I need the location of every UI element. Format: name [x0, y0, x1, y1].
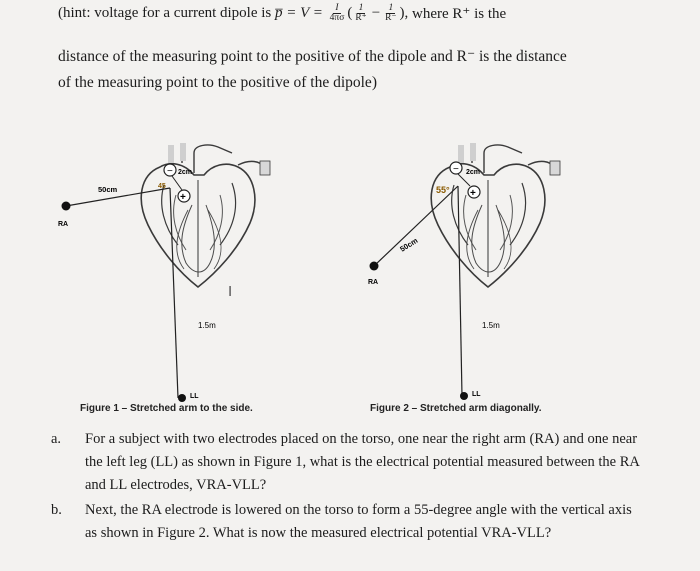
dipole-minus-sign-2: −	[453, 164, 459, 175]
ra-label-1: RA	[58, 221, 68, 228]
leg-line-1	[169, 187, 179, 399]
inv-rminus-num: 1	[386, 3, 396, 14]
inv-rminus-den: R⁻	[385, 13, 397, 23]
leg-line-2	[457, 185, 463, 397]
arm-length-label-2: 50cm	[398, 236, 419, 254]
figures-area: RA 50cm 45 − + 2cm 1.5m LL I RA 50cm 55°…	[58, 142, 561, 402]
dipole-length-label-1: 2cm	[178, 169, 192, 176]
formula-lhs: p̅ = V =	[275, 5, 323, 21]
figure-1-caption: Figure 1 – Stretched arm to the side.	[80, 403, 253, 414]
arm-line-1	[65, 187, 171, 207]
dipole-plus-2	[467, 185, 481, 199]
formula-numerator: I	[333, 3, 341, 14]
dipole-minus-sign-1: −	[167, 166, 173, 177]
formula-inv-rminus: 1 R⁻	[383, 3, 398, 23]
formula-denominator: 4πσ	[329, 13, 345, 23]
dipole-minus-1	[163, 163, 177, 177]
ra-electrode-2	[369, 261, 379, 271]
leg-length-label-1: 1.5m	[198, 321, 216, 330]
angle-label-1: 45	[158, 183, 166, 190]
dipole-plus-1	[177, 189, 191, 203]
dipole-plus-sign-1: +	[180, 192, 186, 203]
question-b-text: Next, the RA electrode is lowered on the…	[85, 502, 632, 541]
hint-suffix: where R⁺ is the	[412, 6, 507, 22]
dipole-link-2	[457, 173, 471, 187]
figure-1: RA 50cm 45 − + 2cm 1.5m LL I	[58, 142, 271, 402]
arm-line-2	[373, 185, 459, 267]
question-b-marker: b.	[51, 502, 62, 518]
ll-label-1: LL	[190, 393, 199, 400]
question-a-text: For a subject with two electrodes placed…	[85, 431, 640, 493]
dipole-link-1	[171, 175, 183, 191]
dipole-plus-sign-2: +	[470, 188, 476, 199]
ll-electrode-2	[460, 392, 468, 400]
ll-label-2: LL	[472, 391, 481, 398]
figure-2: RA 50cm 55° − + 2cm 1.5m LL	[368, 142, 561, 400]
ra-electrode-1	[61, 201, 71, 211]
figure-2-caption: Figure 2 – Stretched arm diagonally.	[370, 403, 542, 414]
dipole-minus-2	[449, 161, 463, 175]
angle-label-2: 55°	[436, 185, 450, 195]
text-cursor-icon: I	[228, 283, 232, 300]
hint-formula-line: (hint: voltage for a current dipole is p…	[58, 3, 507, 23]
formula-inv-rplus: 1 R⁺	[353, 3, 368, 23]
arm-length-label-1: 50cm	[98, 185, 118, 194]
inv-rplus-den: R⁺	[355, 13, 367, 23]
hint-prefix: (hint: voltage for a current dipole is	[58, 5, 272, 21]
formula-fraction: I 4πσ	[328, 3, 347, 23]
ll-electrode-1	[178, 394, 186, 402]
hint-line-3: of the measuring point to the positive o…	[58, 74, 377, 91]
inv-rplus-num: 1	[356, 3, 366, 14]
leg-length-label-2: 1.5m	[482, 321, 500, 330]
ra-label-2: RA	[368, 279, 378, 286]
formula-paren-close: ),	[399, 5, 409, 21]
heart-drawing-1	[140, 142, 271, 288]
hint-line-2: distance of the measuring point to the p…	[58, 48, 567, 65]
dipole-length-label-2: 2cm	[466, 169, 480, 176]
formula-paren-open: (	[347, 5, 353, 21]
question-a-marker: a.	[51, 431, 62, 447]
formula-minus: −	[371, 5, 381, 21]
